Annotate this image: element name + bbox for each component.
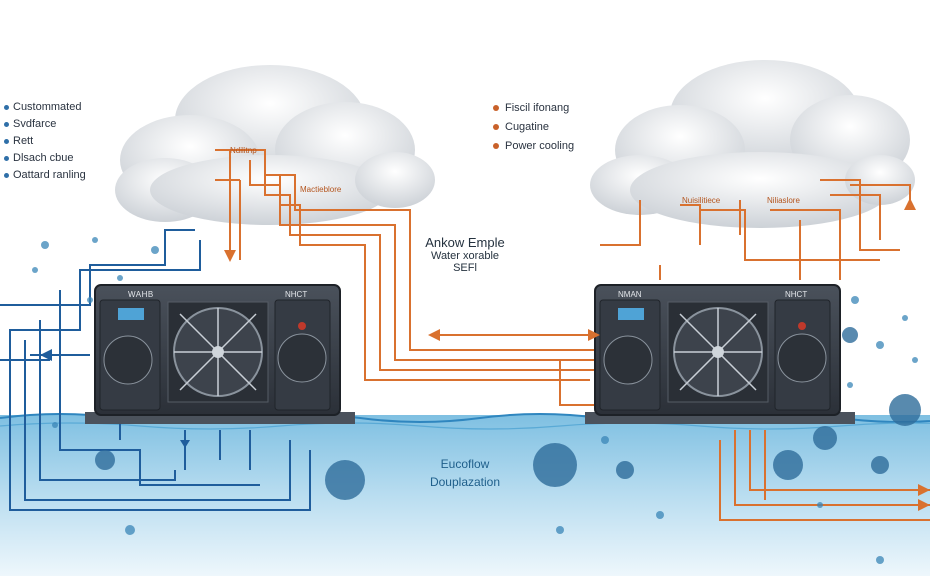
legend-left-item: Dlsach cbue	[4, 151, 86, 165]
left-unit-tag-right: NHCT	[285, 290, 307, 299]
legend-left-label: Oattard ranling	[13, 169, 86, 181]
blue-arrow-icons	[40, 349, 190, 448]
legend-left-item: Rett	[4, 134, 86, 148]
flow-arrow-icons	[224, 198, 930, 511]
legend-left-label: Custommated	[13, 101, 82, 113]
pipe-tag-2: Nuisilitiece	[682, 196, 721, 205]
cloud-left	[115, 65, 435, 225]
water-annotation-line1: Eucoflow	[440, 457, 490, 471]
water-annotation: Eucoflow Douplazation	[395, 455, 535, 491]
center-annotation: Ankow Emple Water xorable SEFl	[405, 235, 525, 274]
legend-right: Fiscil ifonang Cugatine Power cooling	[493, 101, 574, 158]
legend-left-label: Dlsach cbue	[13, 152, 74, 164]
center-annotation-line3: SEFl	[453, 262, 477, 274]
legend-left-item: Svdfarce	[4, 117, 86, 131]
legend-right-item: Cugatine	[493, 120, 574, 134]
bullet-icon	[4, 138, 9, 144]
legend-right-label: Cugatine	[505, 121, 550, 133]
bullet-icon	[493, 143, 499, 150]
water-annotation-line2: Douplazation	[429, 475, 501, 489]
floating-particles	[32, 237, 918, 564]
legend-left-label: Svdfarce	[13, 118, 57, 130]
bullet-icon	[4, 121, 9, 127]
bullet-icon	[493, 105, 499, 112]
pipe-tag-4: Ndilitnp	[230, 146, 257, 155]
cloud-right	[590, 60, 915, 228]
pipe-tag-1: Mactieblore	[300, 185, 342, 194]
right-unit-tag-left: NMAN	[618, 290, 642, 299]
center-annotation-title: Ankow Emple	[425, 235, 505, 250]
legend-left-label: Rett	[13, 135, 34, 147]
bullet-icon	[4, 104, 9, 110]
left-heat-pump-unit	[94, 284, 341, 416]
center-annotation-line2: Water xorable	[430, 250, 500, 262]
orange-pipe-network	[215, 149, 930, 521]
legend-left-item: Custommated	[4, 100, 86, 114]
bullet-icon	[4, 155, 9, 161]
legend-right-label: Power cooling	[505, 140, 575, 152]
legend-left-item: Oattard ranling	[4, 168, 86, 182]
legend-right-item: Fiscil ifonang	[493, 101, 574, 115]
left-unit-tag-left: WAHB	[128, 290, 154, 299]
blue-pipe-network	[0, 229, 311, 511]
pipe-tag-3: Niliaslore	[767, 196, 800, 205]
bullet-icon	[4, 172, 9, 178]
legend-left: Custommated Svdfarce Rett Dlsach cbue Oa…	[4, 100, 86, 185]
legend-right-label: Fiscil ifonang	[505, 102, 570, 114]
right-heat-pump-unit	[594, 284, 841, 416]
water-surface	[0, 415, 930, 576]
legend-right-item: Power cooling	[493, 139, 574, 153]
right-unit-tag-right: NHCT	[785, 290, 807, 299]
bullet-icon	[493, 124, 499, 131]
snowflake-icons	[95, 327, 921, 500]
